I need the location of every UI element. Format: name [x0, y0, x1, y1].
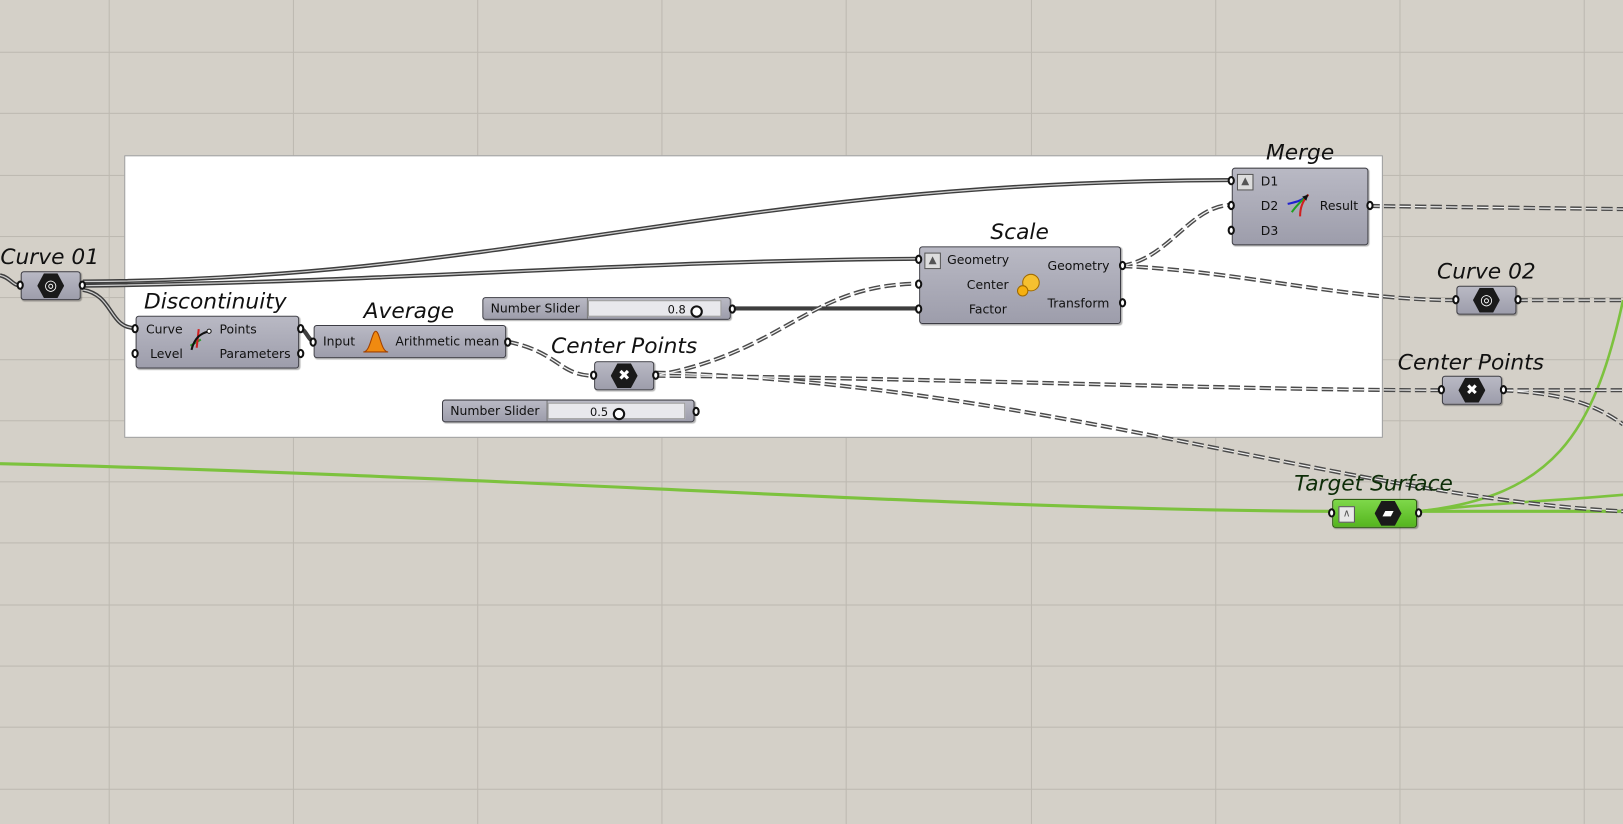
grid-line [0, 542, 1623, 544]
input-d3[interactable]: D3 [1260, 223, 1279, 239]
wire-green-main [0, 462, 1623, 513]
target-surface-param[interactable]: ∧ ▰ [1332, 498, 1418, 528]
grid-line [0, 51, 1623, 53]
slider-knob[interactable] [690, 305, 703, 318]
output-grip[interactable] [297, 348, 305, 359]
reparameterize-icon[interactable]: ∧ [1338, 506, 1355, 523]
wire-green-up [1417, 299, 1623, 513]
input-center[interactable]: Center [966, 277, 1009, 292]
input-curve[interactable]: Curve [145, 321, 183, 337]
input-grip[interactable] [590, 370, 598, 380]
center-points-param[interactable]: ✖ [1441, 375, 1502, 405]
average-component[interactable]: Input Arithmetic mean [313, 325, 507, 359]
curve-param-icon: ◎ [37, 273, 65, 299]
curve02-param[interactable]: ◎ [1456, 285, 1517, 315]
grid-line [0, 113, 1623, 115]
graft-icon[interactable]: ▲ [924, 252, 941, 270]
surface-param-icon: ▰ [1374, 500, 1402, 526]
input-grip[interactable] [915, 304, 923, 314]
input-grip[interactable] [915, 279, 923, 289]
scale-title: Scale [990, 219, 1049, 245]
grid-line [1399, 0, 1401, 824]
output-arithmetic-mean[interactable]: Arithmetic mean [395, 334, 500, 349]
point-param-icon: ✖ [1458, 377, 1486, 403]
input-grip[interactable] [1437, 385, 1445, 395]
input-grip[interactable] [1227, 225, 1235, 235]
slider-label: Number Slider [443, 400, 548, 422]
graft-icon[interactable]: ▲ [1236, 173, 1254, 191]
input-grip[interactable] [1227, 175, 1235, 186]
output-parameters[interactable]: Parameters [219, 346, 291, 362]
wire-scale-curve02 [1120, 263, 1457, 303]
input-grip[interactable] [309, 337, 317, 347]
slider-track[interactable]: 0.8 [587, 300, 722, 318]
grid-line [0, 665, 1623, 667]
curve-param-icon: ◎ [1472, 287, 1500, 313]
merge-icon [1287, 193, 1310, 217]
output-grip[interactable] [1514, 295, 1522, 305]
slider-knob[interactable] [612, 407, 626, 421]
input-grip[interactable] [131, 348, 139, 359]
scale-icon [1016, 273, 1040, 297]
average-title: Average [363, 298, 455, 323]
output-grip[interactable] [1118, 298, 1127, 308]
curve01-title: Curve 01 [0, 244, 100, 270]
slider-value: 0.8 [667, 303, 686, 317]
grid-line [0, 788, 1623, 790]
input-level[interactable]: Level [150, 346, 183, 362]
input-grip[interactable] [1227, 200, 1235, 211]
discontinuity-title: Discontinuity [143, 288, 287, 314]
input-d2[interactable]: D2 [1260, 198, 1279, 214]
number-slider-factor[interactable]: Number Slider 0.8 [482, 297, 731, 320]
output-grip[interactable] [652, 370, 660, 380]
component-group[interactable] [124, 155, 1383, 438]
output-grip[interactable] [692, 406, 700, 417]
output-grip[interactable] [728, 304, 736, 314]
output-transform[interactable]: Transform [1047, 296, 1110, 311]
input-grip[interactable] [1328, 508, 1336, 518]
output-grip[interactable] [78, 280, 86, 290]
slider-value: 0.5 [590, 405, 609, 420]
bell-curve-icon [363, 330, 389, 353]
wire-cp-out2 [1501, 388, 1623, 427]
curve01-param[interactable]: ◎ [20, 271, 81, 301]
grid-line [0, 481, 1623, 483]
merge-title: Merge [1265, 139, 1335, 165]
grid-line [0, 726, 1623, 728]
grid-line [1583, 0, 1585, 824]
slider-label: Number Slider [483, 298, 589, 319]
output-grip[interactable] [1414, 508, 1423, 518]
output-grip[interactable] [504, 337, 512, 347]
center-points-param[interactable]: ✖ [594, 361, 655, 391]
output-geometry[interactable]: Geometry [1047, 258, 1110, 274]
grid-line [108, 0, 110, 824]
output-grip[interactable] [297, 323, 305, 334]
target-surface-title: Target Surface [1294, 470, 1453, 496]
scale-component[interactable]: ▲ Geometry Center Factor Geometry Transf… [919, 246, 1122, 324]
slider-track[interactable]: 0.5 [547, 402, 686, 421]
input-factor[interactable]: Factor [968, 302, 1007, 317]
center-points-title: Center Points [1397, 349, 1544, 375]
point-param-icon: ✖ [610, 363, 638, 389]
input-grip[interactable] [131, 323, 139, 334]
input-grip[interactable] [1452, 295, 1460, 305]
input-grip[interactable] [915, 254, 923, 264]
merge-component[interactable]: ▲ D1 D2 D3 Result [1231, 167, 1369, 246]
output-points[interactable]: Points [219, 321, 257, 337]
input-grip[interactable] [16, 280, 24, 290]
output-grip[interactable] [1118, 260, 1127, 271]
input-geometry[interactable]: Geometry [947, 252, 1010, 268]
grid-line [0, 604, 1623, 606]
input-input[interactable]: Input [322, 334, 356, 349]
center-points-title: Center Points [551, 333, 698, 359]
number-slider[interactable]: Number Slider 0.5 [441, 399, 695, 423]
discontinuity-icon [189, 328, 212, 351]
output-result[interactable]: Result [1319, 198, 1359, 214]
output-grip[interactable] [1499, 385, 1508, 395]
input-d1[interactable]: D1 [1260, 173, 1279, 189]
output-grip[interactable] [1366, 200, 1374, 211]
discontinuity-component[interactable]: Curve Level Points Parameters [135, 315, 300, 369]
curve02-title: Curve 02 [1437, 258, 1536, 284]
